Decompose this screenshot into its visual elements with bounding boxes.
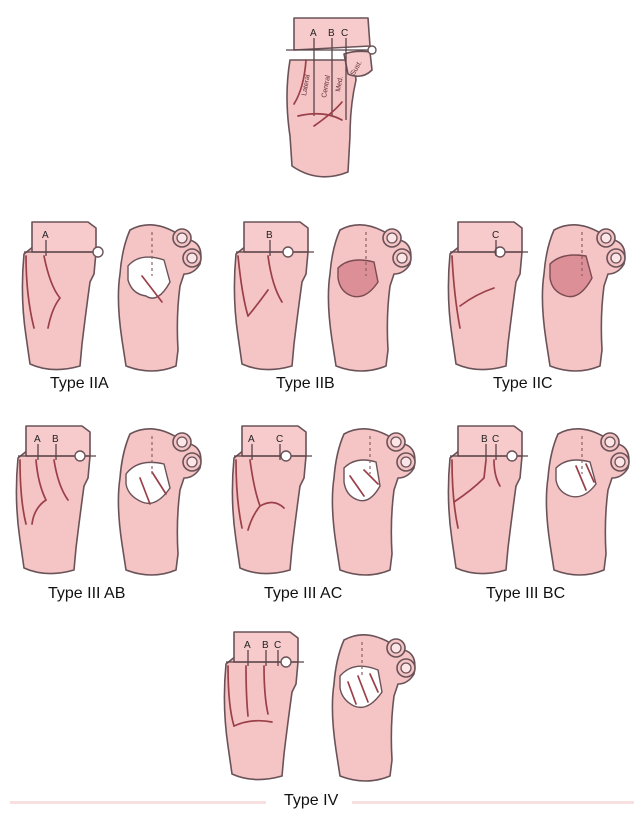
reference-letter-c: C [341, 28, 348, 39]
side-view [118, 429, 201, 575]
side-view [328, 225, 411, 371]
panel-letter: A [42, 230, 49, 241]
side-view [332, 429, 415, 575]
reference-letter-b: B [328, 28, 335, 39]
panel-type-iic: C Type IIC [448, 222, 625, 392]
panel-letter-3: C [274, 640, 281, 651]
front-view: A B [16, 426, 96, 574]
panel-label: Type III AC [264, 585, 342, 602]
reference-letter-a: A [310, 28, 317, 39]
front-view: C [448, 222, 528, 370]
panel-letter-2: C [492, 434, 499, 445]
panel-letter-1: B [481, 434, 488, 445]
front-view: B [234, 222, 314, 370]
panel-letter-1: A [248, 434, 255, 445]
panel-letter-2: B [52, 434, 59, 445]
front-view: B C [448, 426, 528, 574]
panel-letter-1: A [34, 434, 41, 445]
panel-letter-1: A [244, 640, 251, 651]
panel-letter-2: C [276, 434, 283, 445]
side-view [546, 429, 629, 575]
panel-label: Type IIA [50, 375, 109, 392]
panel-label: Type IIC [493, 375, 553, 392]
panel-label: Type III BC [486, 585, 565, 602]
panel-label: Type IIB [276, 375, 335, 392]
front-view: A C [232, 426, 312, 574]
panel-type-iii-ac: A C Type III AC [232, 426, 415, 602]
front-view: A [22, 222, 103, 370]
panel-type-iv: A B C Type IV [10, 632, 634, 809]
panel-label: Type III AB [48, 585, 125, 602]
panel-letter-2: B [262, 640, 269, 651]
side-view [118, 225, 201, 371]
bottom-divider-right [352, 801, 634, 804]
bottom-divider-left [10, 801, 266, 804]
side-view [332, 635, 415, 781]
panel-letter: B [266, 230, 273, 241]
panel-type-iia: A Type IIA [22, 222, 201, 392]
panel-type-iii-ab: A B Type III AB [16, 426, 201, 602]
front-view: A B C [224, 632, 304, 780]
reference-figure: A B C Lateral Central Med. Sust. [286, 18, 376, 177]
panel-label: Type IV [284, 792, 339, 809]
side-view [542, 225, 625, 371]
panel-letter: C [492, 230, 499, 241]
panel-type-iii-bc: B C Type III BC [448, 426, 629, 602]
panel-type-iib: B Type IIB [234, 222, 411, 392]
